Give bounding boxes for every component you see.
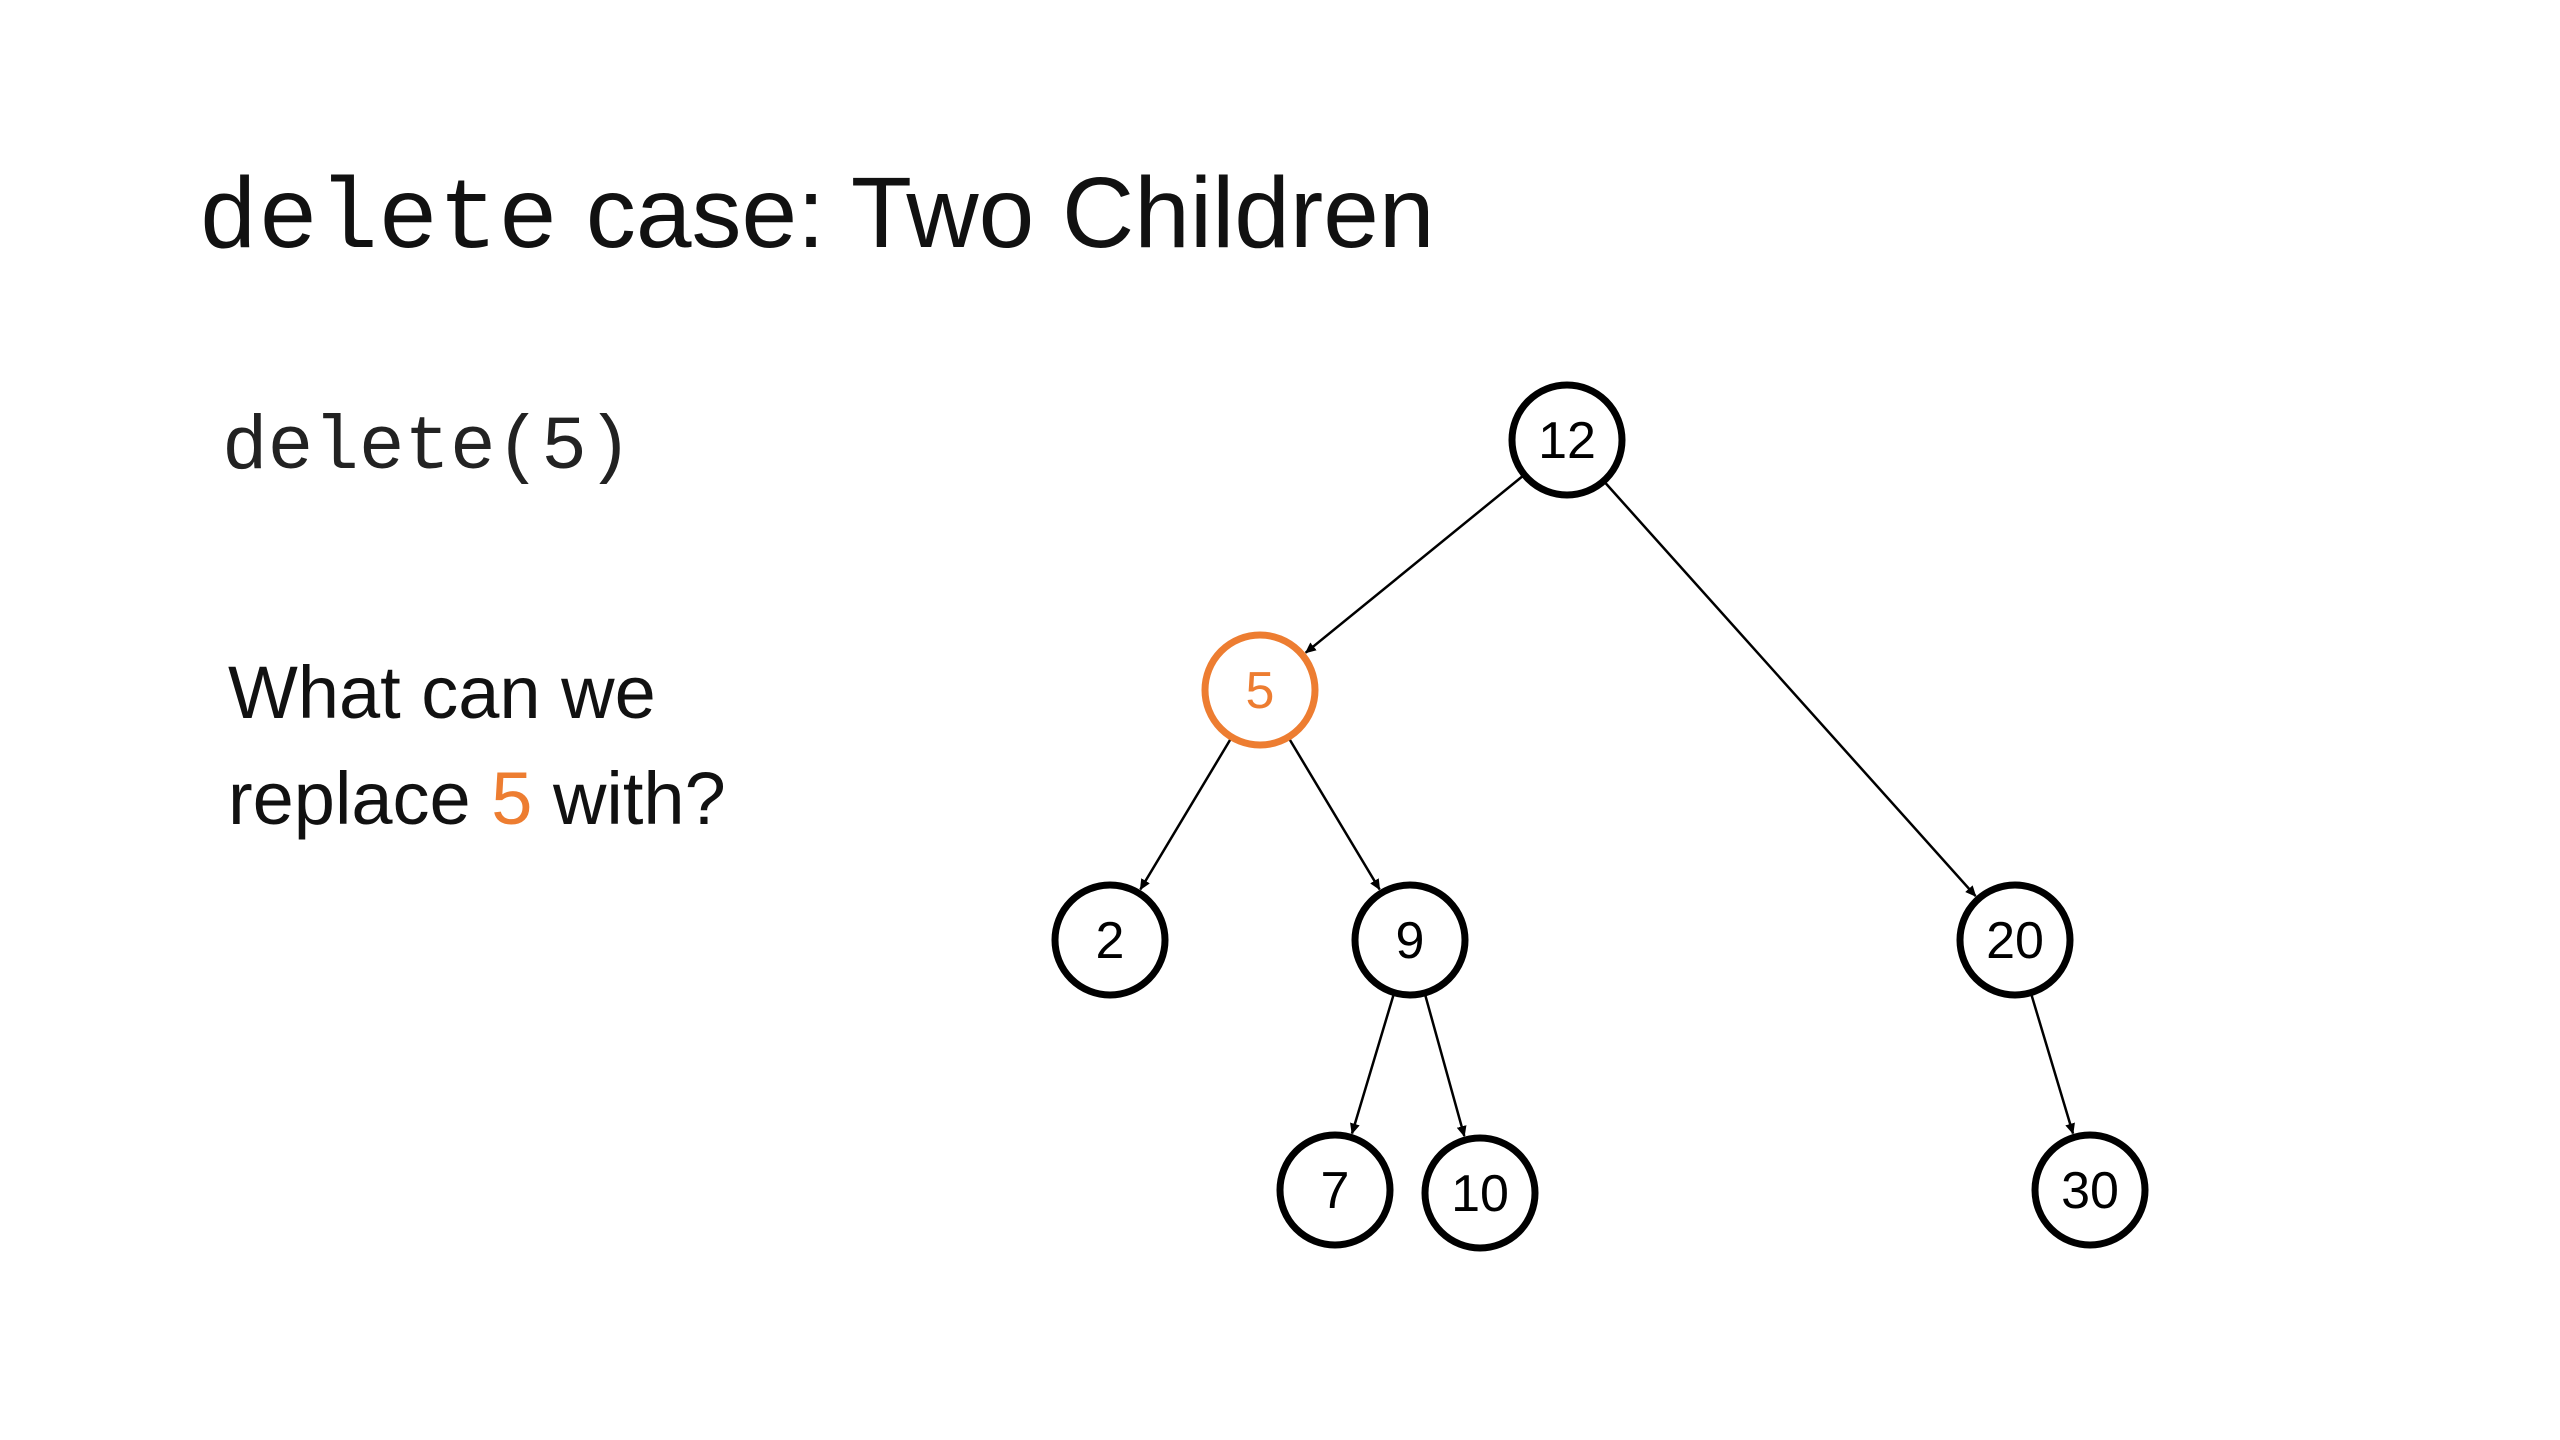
tree-node-label: 12	[1538, 412, 1596, 470]
tree-node-circle	[1276, 1131, 1394, 1249]
tree-node-label: 10	[1451, 1165, 1509, 1223]
tree-edge-12-20	[1604, 481, 1977, 897]
tree-node-2: 2	[1051, 881, 1169, 999]
tree-node-12: 12	[1508, 381, 1626, 499]
tree-node-10: 10	[1421, 1134, 1539, 1252]
tree-edge-9-10	[1423, 994, 1467, 1138]
tree-node-30: 30	[2031, 1131, 2149, 1249]
tree-node-circle	[1351, 881, 1469, 999]
title-text: case: Two Children	[558, 157, 1435, 269]
tree-node-label: 7	[1321, 1162, 1350, 1220]
tree-node-20: 20	[1956, 881, 2074, 999]
question-highlight-value: 5	[491, 757, 533, 840]
question-line-2: replace 5 with?	[228, 746, 928, 852]
tree-node-9: 9	[1351, 881, 1469, 999]
question-line-2-end: with?	[532, 757, 726, 840]
title-code: delete	[198, 165, 559, 278]
tree-node-circle	[1508, 381, 1626, 499]
tree-edge-5-2	[1139, 738, 1232, 891]
delete-call: delete(5)	[222, 405, 633, 491]
tree-node-circle	[1956, 881, 2074, 999]
question-line-2-start: replace	[228, 757, 492, 840]
tree-node-circle	[1201, 631, 1319, 749]
slide-title: delete case: Two Children	[198, 148, 1434, 278]
tree-node-circle	[1421, 1134, 1539, 1252]
tree-node-label: 20	[1986, 912, 2044, 970]
tree-edges	[1139, 475, 2075, 1138]
tree-edge-9-7	[1350, 994, 1395, 1135]
tree-edge-12-5	[1304, 475, 1524, 654]
tree-node-circle	[2031, 1131, 2149, 1249]
tree-node-label: 5	[1246, 662, 1275, 720]
tree-node-label: 9	[1396, 912, 1425, 970]
tree-edge-20-30	[2030, 994, 2075, 1135]
tree-node-5: 5	[1201, 631, 1319, 749]
tree-node-circle	[1051, 881, 1169, 999]
tree-node-label: 2	[1096, 912, 1125, 970]
tree-nodes: 12 5 2 9 20 7 10 30	[1051, 381, 2149, 1252]
question-line-1: What can we	[228, 651, 656, 734]
tree-node-label: 30	[2061, 1162, 2119, 1220]
question-text: What can we replace 5 with?	[228, 640, 928, 852]
tree-edge-5-9	[1288, 738, 1381, 891]
tree-node-7: 7	[1276, 1131, 1394, 1249]
